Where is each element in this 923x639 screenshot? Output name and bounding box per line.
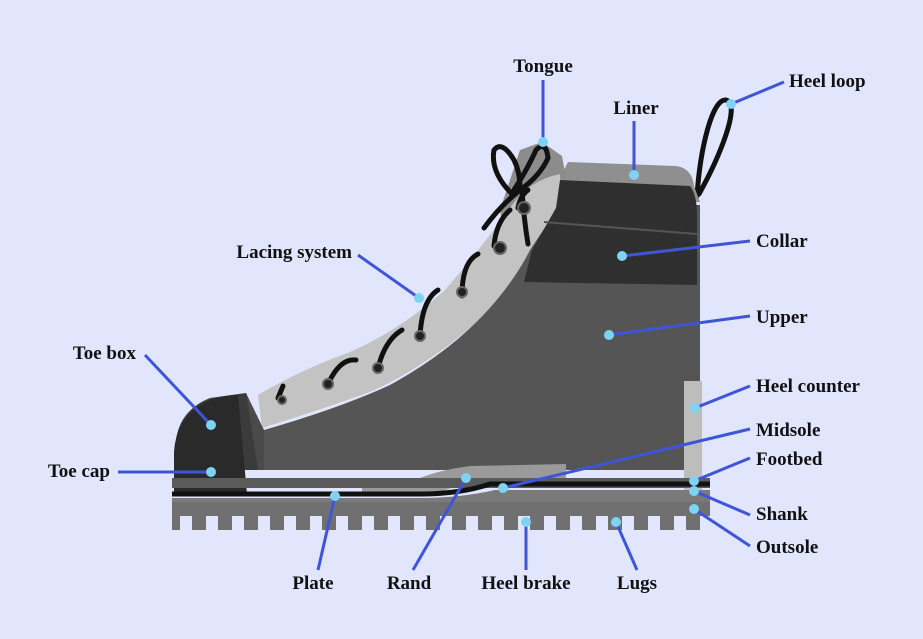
marker-lugs [611,517,621,527]
marker-midsole [498,483,508,493]
leader-line-rand [411,477,468,571]
lug-gap [648,516,660,530]
label-toe-box: Toe box [72,343,136,364]
leader-line-heel-loop [730,80,785,106]
collar-seam [543,221,698,235]
marker-lacing-system [414,293,424,303]
marker-heel-loop [726,99,736,109]
marker-upper [604,330,614,340]
leader-line-outsole [693,507,751,548]
toe-cap-shape [174,395,247,494]
leader-line-footbed [693,456,751,483]
lug-gap [414,516,426,530]
leader-line-shank [693,489,751,517]
marker-plate [330,491,340,501]
plate-shape [172,490,710,502]
lug-gap [492,516,504,530]
marker-rand [461,473,471,483]
lug-gap [596,516,608,530]
eyelets [277,201,531,405]
lug-gap [362,516,374,530]
label-rand: Rand [386,573,432,594]
label-midsole: Midsole [756,420,821,441]
label-lacing-system: Lacing system [236,242,352,263]
leader-line-plate [316,495,337,571]
lug-gap [258,516,270,530]
lacing-panel [258,174,562,428]
lugs-group [180,516,712,530]
leader-line-midsole [502,427,751,490]
lug-gap [206,516,218,530]
toe-region [246,393,264,470]
label-heel-loop: Heel loop [789,71,866,92]
label-upper: Upper [756,307,808,328]
lug-gap [180,516,192,530]
lug-gap [622,516,634,530]
lug-gap [232,516,244,530]
lug-gap [570,516,582,530]
leader-line-lugs [614,521,639,571]
leader-line-upper [608,314,751,337]
label-toe-cap: Toe cap [47,461,110,482]
label-lugs: Lugs [616,573,658,594]
marker-liner [629,170,639,180]
lug-gap [544,516,556,530]
leader-line-heel-counter [694,384,751,410]
marker-heel-brake [521,517,531,527]
label-plate: Plate [292,573,334,594]
leader-lines [118,80,785,571]
lug-gap [310,516,322,530]
lug-gap [466,516,478,530]
label-outsole: Outsole [756,537,819,558]
footbed-shape [172,478,710,488]
label-footbed: Footbed [756,449,823,470]
marker-heel-counter [690,403,700,413]
label-heel-counter: Heel counter [756,376,860,397]
label-tongue: Tongue [513,56,573,77]
marker-collar [617,251,627,261]
lug-gap [388,516,400,530]
label-collar: Collar [756,231,808,252]
heel-loop-strap [694,97,734,199]
lug-gap [674,516,686,530]
leader-line-toe-box [143,353,213,427]
marker-toe-box [206,420,216,430]
marker-toe-cap [206,467,216,477]
leader-line-lacing-system [357,253,420,300]
marker-footbed [689,476,699,486]
label-liner: Liner [613,98,659,119]
lug-gap [336,516,348,530]
leader-line-collar [621,239,751,258]
label-heel-brake: Heel brake [481,573,571,594]
label-shank: Shank [756,504,808,525]
marker-outsole [689,504,699,514]
heel-counter-shape [684,381,702,491]
collar-shape [524,180,697,285]
marker-tongue [538,137,548,147]
lug-gap [284,516,296,530]
marker-shank [689,486,699,496]
